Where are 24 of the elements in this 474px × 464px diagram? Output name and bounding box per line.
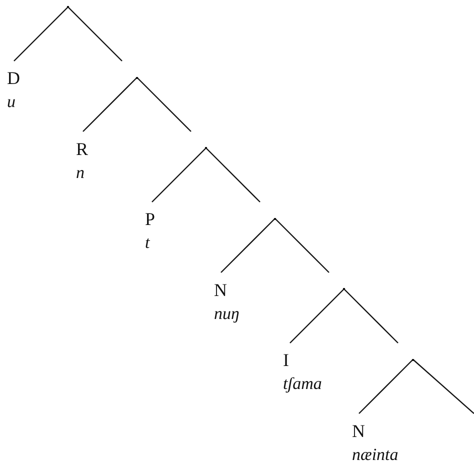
tree-branch	[68, 6, 122, 62]
morpheme-text: tʃama	[283, 373, 322, 395]
tree-branch	[82, 77, 138, 132]
tree-branch	[206, 148, 260, 202]
morpheme-text: t	[145, 232, 151, 254]
tree-branch	[220, 218, 276, 273]
tree-branch	[136, 77, 192, 132]
tree-branch	[290, 288, 344, 344]
tree-branch	[152, 148, 206, 202]
morpheme-text: n	[76, 162, 86, 184]
morpheme-text: u	[7, 91, 16, 113]
category-label: P	[145, 208, 156, 231]
category-label: N	[214, 278, 228, 302]
category-label: R	[76, 138, 88, 160]
tree-branch	[274, 218, 330, 273]
category-label: I	[283, 349, 290, 372]
category-label: D	[7, 67, 20, 90]
tree-branch	[358, 359, 414, 414]
tree-branch	[412, 359, 474, 414]
morpheme-text: næinta	[352, 444, 398, 464]
tree-branch	[14, 6, 68, 62]
morpheme-text: nuŋ	[214, 302, 240, 324]
tree-branch	[344, 288, 398, 344]
category-label: N	[352, 420, 366, 442]
